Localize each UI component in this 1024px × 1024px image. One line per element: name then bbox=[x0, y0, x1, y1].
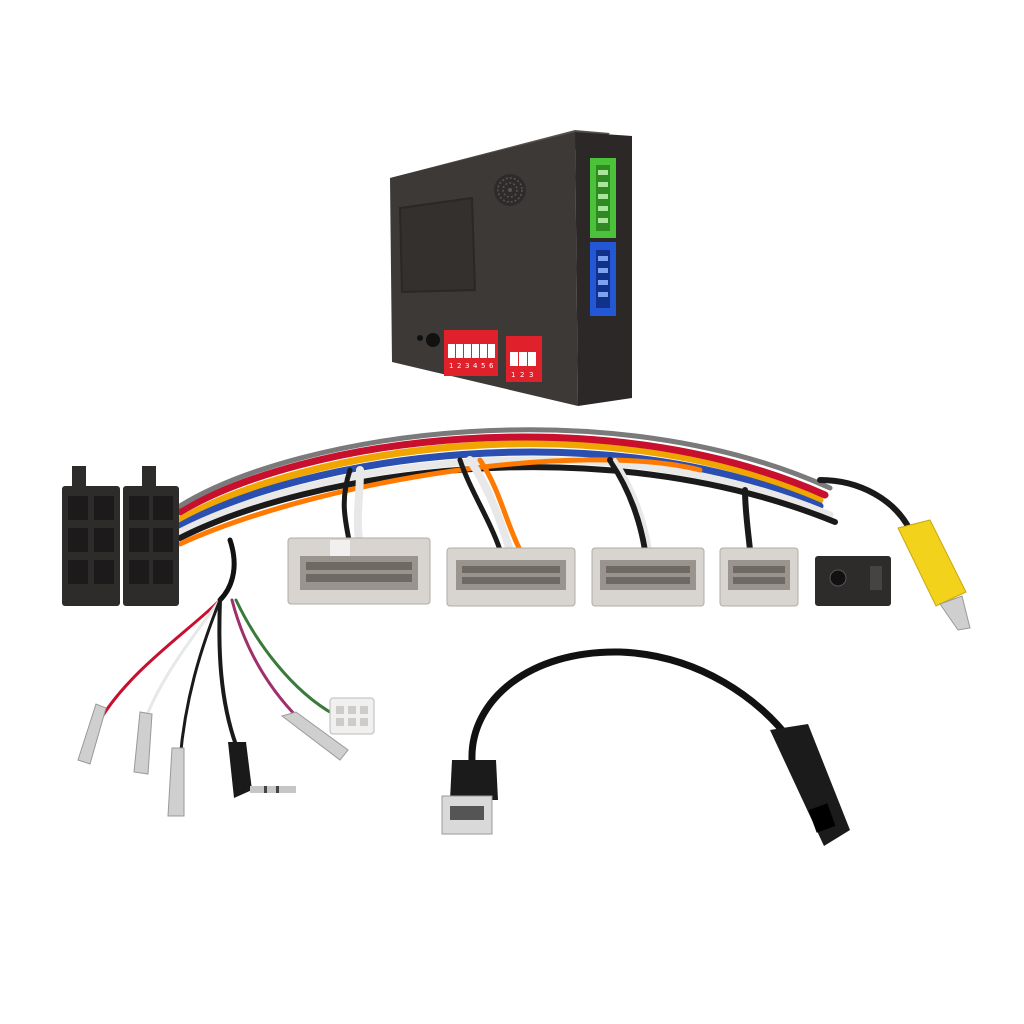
audio-jack-icon bbox=[228, 742, 296, 798]
iso-connector-left bbox=[62, 466, 120, 606]
spade-terminal bbox=[77, 703, 107, 765]
dip-left-num: 5 bbox=[481, 362, 485, 370]
module-label-recess bbox=[398, 196, 477, 294]
loose-wires bbox=[98, 537, 337, 762]
bullet-terminal bbox=[280, 711, 349, 761]
wire-bundle bbox=[176, 427, 913, 554]
module-jack-port bbox=[426, 333, 440, 347]
vehicle-connector-1 bbox=[287, 537, 431, 605]
vehicle-connector-3 bbox=[591, 547, 705, 607]
vehicle-connector-4 bbox=[719, 547, 799, 607]
dip-left-num: 2 bbox=[457, 362, 461, 370]
dip-switch-right: 1 2 3 bbox=[506, 336, 542, 382]
speaker-grille-icon bbox=[494, 174, 526, 206]
dip-left-num: 3 bbox=[465, 362, 469, 370]
blue-terminal-connector bbox=[590, 242, 616, 316]
green-terminal-connector bbox=[590, 158, 616, 238]
dip-switch-left: 1 2 3 4 5 6 bbox=[444, 330, 498, 376]
vehicle-connector-2 bbox=[446, 547, 576, 607]
dip-left-num: 6 bbox=[489, 362, 494, 370]
usb-cable bbox=[441, 648, 850, 846]
usb-a-plug bbox=[441, 760, 498, 835]
spade-terminal bbox=[133, 711, 153, 775]
dip-left-num: 4 bbox=[473, 362, 478, 370]
white-pin-connector bbox=[329, 697, 375, 735]
dip-right-num: 3 bbox=[529, 371, 533, 379]
camera-connector bbox=[815, 556, 891, 606]
usb-female-socket bbox=[770, 724, 850, 846]
dip-right-num: 2 bbox=[520, 371, 524, 379]
dip-left-num: 1 bbox=[449, 362, 453, 370]
spade-terminal bbox=[167, 747, 185, 817]
interface-module: 1 2 3 4 5 6 1 2 3 bbox=[390, 130, 632, 406]
dip-right-num: 1 bbox=[511, 371, 515, 379]
iso-connector-right bbox=[123, 466, 179, 606]
rca-plug bbox=[897, 519, 971, 631]
module-led bbox=[417, 335, 423, 341]
